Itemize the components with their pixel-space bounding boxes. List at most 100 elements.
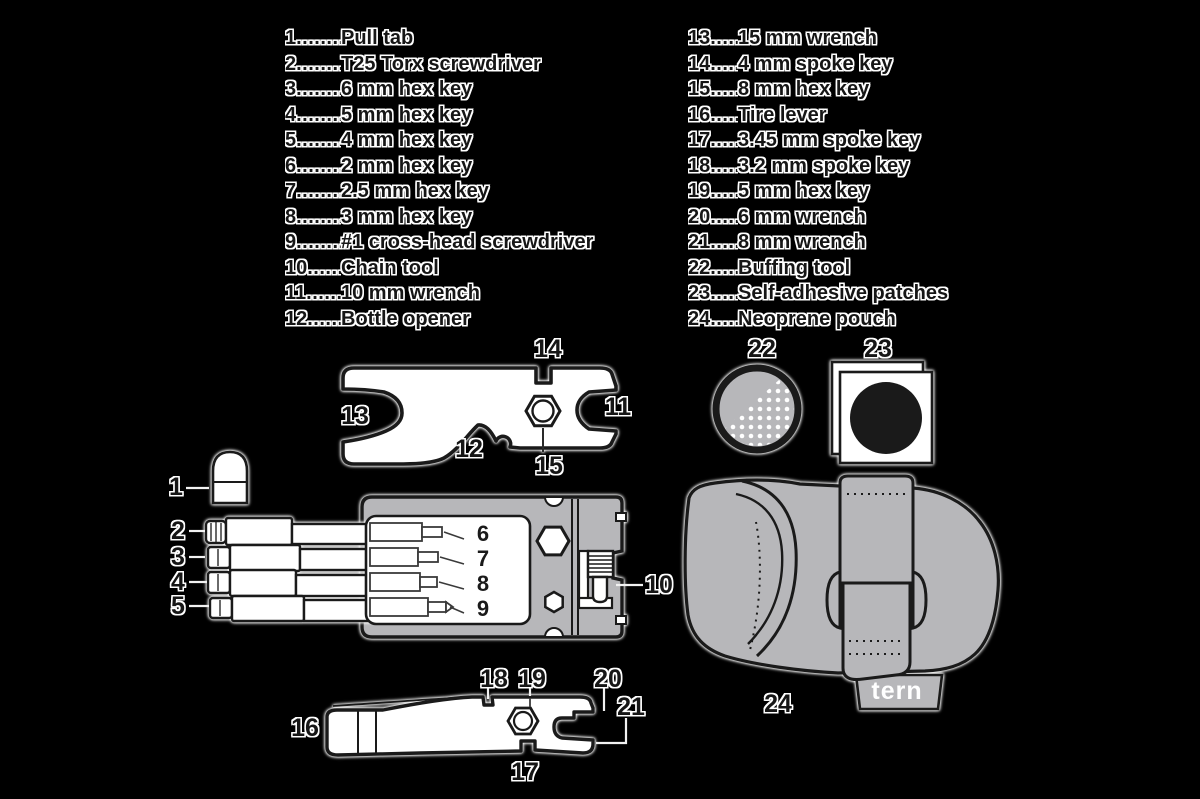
item-leader: 6...................... (285, 154, 341, 180)
callout-24: 24 (764, 690, 792, 718)
parts-list-right: 13......................15 mm wrench14..… (688, 26, 948, 332)
item-leader: 9...................... (285, 230, 341, 256)
callout-17: 17 (511, 758, 539, 786)
part-number: 6 (285, 154, 297, 177)
part-name: 5 mm hex key (738, 180, 870, 202)
pouch-flap-stitch (749, 521, 761, 651)
pouch-strap-lower (841, 581, 912, 681)
callout-10: 10 (645, 571, 673, 599)
callout-15: 15 (535, 452, 563, 480)
leader-dots: ...................... (296, 205, 341, 228)
bit-set-left (204, 516, 374, 623)
part-name: 3 mm hex key (341, 205, 473, 228)
part-number: 11 (285, 282, 307, 304)
abrasive-dots (720, 372, 794, 446)
tern-logo: tern (871, 677, 923, 705)
part-name: 10 mm wrench (341, 282, 480, 304)
leader-dots: ...................... (296, 78, 341, 100)
part-number: 14 (688, 52, 711, 75)
chain-tool-pin (591, 575, 609, 604)
parts-list-item: 22......................Buffing tool (688, 256, 948, 282)
part-name: 3.2 mm spoke key (738, 154, 910, 177)
parts-list-item: 8......................3 mm hex key (285, 205, 593, 231)
pouch-strap-upper (838, 474, 915, 585)
callout-1: 1 (169, 473, 183, 501)
pouch-flap-inner (735, 492, 784, 645)
item-leader: 2...................... (285, 52, 341, 78)
parts-list-item: 2......................T25 Torx screwdri… (285, 52, 593, 78)
item-leader: 17...................... (688, 128, 738, 154)
part-number: 9 (285, 231, 297, 253)
item-leader: 14...................... (688, 52, 738, 78)
leader-dots: ...................... (710, 231, 738, 253)
leader-dots: ...................... (306, 282, 341, 304)
patch-circle (850, 382, 922, 454)
part-number: 3 (285, 78, 297, 100)
hex-nut-19 (506, 706, 540, 736)
leader-dots: ...................... (710, 205, 738, 228)
tool-window (364, 514, 532, 626)
parts-list-item: 24......................Neoprene pouch (688, 307, 948, 333)
part-number: 23 (688, 282, 711, 304)
part-number: 8 (285, 205, 297, 228)
leader-dots: ...................... (710, 129, 738, 151)
item-leader: 23...................... (688, 281, 738, 307)
item-leader: 3...................... (285, 77, 341, 103)
item-leader: 18...................... (688, 154, 738, 180)
buffing-tool (712, 364, 802, 454)
part-name: 6 mm hex key (341, 78, 473, 100)
leader-dots: ...................... (710, 256, 738, 279)
part-name: 2.5 mm hex key (341, 180, 489, 202)
parts-list-item: 6......................2 mm hex key (285, 154, 593, 180)
callout-14: 14 (534, 335, 562, 363)
part-number: 21 (688, 231, 711, 253)
hex-nut-15 (524, 394, 562, 428)
item-leader: 21...................... (688, 230, 738, 256)
item-leader: 7...................... (285, 179, 341, 205)
leader-dots: ...................... (296, 103, 341, 126)
parts-list-item: 16......................Tire lever (688, 103, 948, 129)
leader-dots: ...................... (307, 307, 341, 330)
pouch-flap-outer (741, 479, 798, 658)
part-number: 4 (285, 103, 297, 126)
parts-list-item: 3......................6 mm hex key (285, 77, 593, 103)
part-number: 5 (285, 129, 297, 151)
tire-lever-body (325, 695, 595, 757)
part-name: Bottle opener (341, 307, 470, 330)
leader-lines (186, 486, 643, 745)
leader-dots: ...................... (296, 27, 341, 49)
callout-4: 4 (171, 568, 185, 596)
leader-dots: ...................... (710, 307, 738, 330)
thumb-notch-bottom (543, 627, 565, 638)
callout-6: 6 (476, 521, 490, 546)
hex-bit-5 (208, 594, 374, 623)
item-leader: 22...................... (688, 256, 738, 282)
part-name: 8 mm hex key (738, 78, 870, 100)
parts-list-item: 10......................Chain tool (285, 256, 593, 282)
pouch-logo-tab (854, 673, 944, 711)
parts-list-item: 14......................4 mm spoke key (688, 52, 948, 78)
part-number: 13 (688, 27, 711, 49)
hex-bit-3 (206, 543, 374, 573)
callout-23: 23 (864, 335, 892, 363)
item-leader: 15...................... (688, 77, 738, 103)
part-name: 5 mm hex key (341, 103, 473, 126)
parts-list-item: 17......................3.45 mm spoke ke… (688, 128, 948, 154)
part-name: Self-adhesive patches (738, 282, 949, 304)
part-name: T25 Torx screwdriver (341, 52, 541, 75)
item-leader: 13...................... (688, 26, 738, 52)
part-number: 10 (285, 256, 308, 279)
lever-scoop-edge (332, 696, 471, 707)
part-number: 1 (285, 27, 297, 49)
callout-12: 12 (455, 435, 483, 463)
leader-dots: ...................... (710, 282, 738, 304)
part-name: 4 mm hex key (341, 129, 473, 151)
part-number: 18 (688, 154, 711, 177)
leader-dots: ...................... (296, 52, 341, 75)
part-name: Neoprene pouch (738, 307, 896, 330)
part-name: 4 mm spoke key (738, 52, 893, 75)
part-name: 3.45 mm spoke key (738, 129, 921, 151)
callout-9: 9 (476, 596, 490, 621)
torx-bit-2 (204, 516, 374, 547)
